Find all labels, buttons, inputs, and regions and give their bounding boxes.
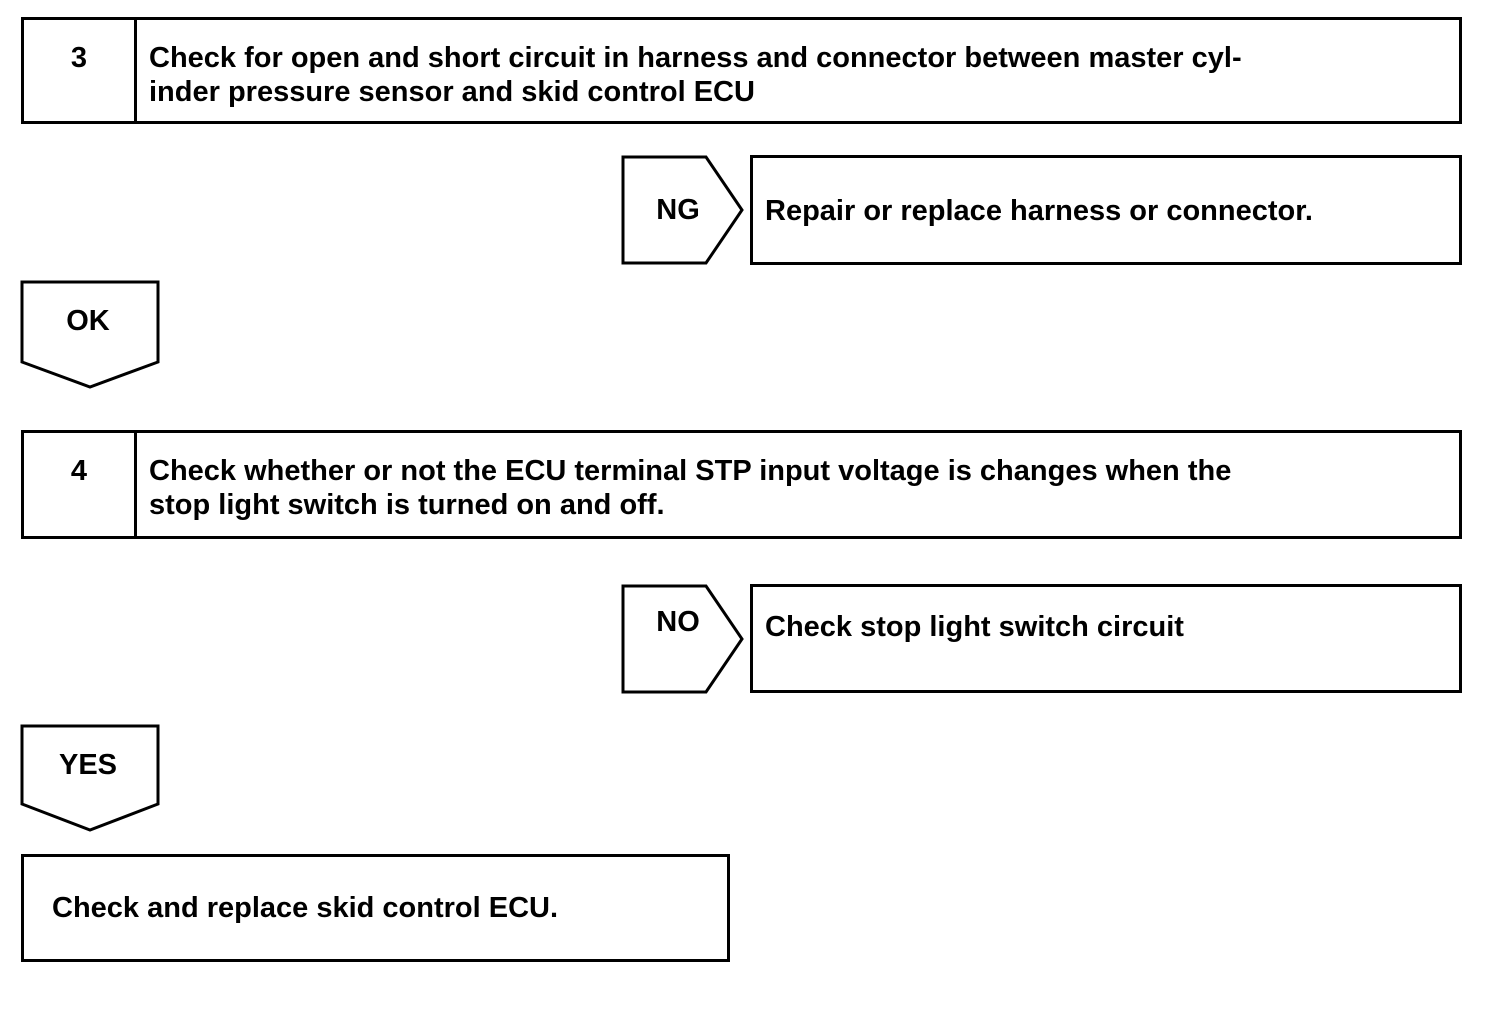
ok-label: OK [66,305,110,337]
step-number: 4 [24,433,137,536]
no-arrow-shape [621,584,744,694]
step-description: Check whether or not the ECU terminal ST… [137,433,1459,536]
no-label: NO [656,606,700,638]
ng-action-text: Repair or replace harness or connector. [765,195,1313,227]
step-4-box: 4 Check whether or not the ECU terminal … [21,430,1462,539]
ng-arrow-shape [621,155,744,265]
step-description-line: inder pressure sensor and skid control E… [149,76,755,108]
step-number: 3 [24,20,137,121]
yes-arrow-shape [20,724,160,832]
ok-arrow-shape [20,280,160,389]
yes-label: YES [58,749,118,781]
step-3-box: 3 Check for open and short circuit in ha… [21,17,1462,124]
no-action-box: Check stop light switch circuit [750,584,1462,693]
step-description-line: Check for open and short circuit in harn… [149,42,1242,74]
step-description-line: Check whether or not the ECU terminal ST… [149,455,1232,487]
ng-label: NG [656,194,700,226]
step-description-line: stop light switch is turned on and off. [149,489,665,521]
final-action-text: Check and replace skid control ECU. [52,892,559,924]
no-action-text: Check stop light switch circuit [765,611,1184,643]
ng-action-box: Repair or replace harness or connector. [750,155,1462,265]
final-action-box: Check and replace skid control ECU. [21,854,730,962]
step-description: Check for open and short circuit in harn… [137,20,1459,121]
